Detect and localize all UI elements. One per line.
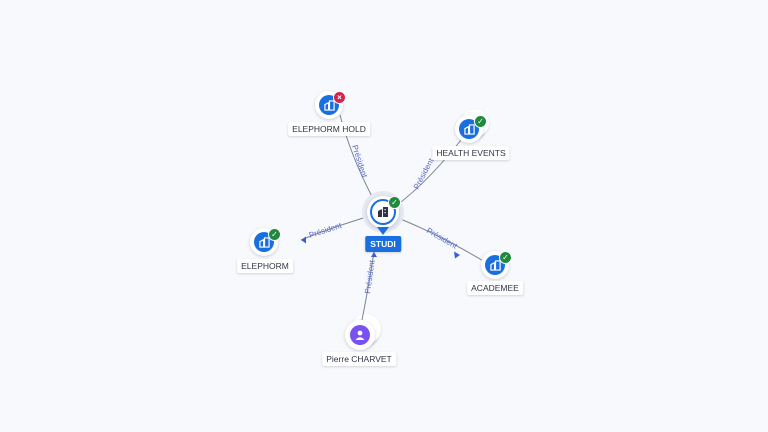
active-check-icon: ✓ (499, 251, 512, 264)
node-label-elephorm-hold: ELEPHORM HOLD (288, 122, 370, 136)
active-check-icon: ✓ (268, 228, 281, 241)
person-icon (350, 325, 370, 345)
active-check-icon: ✓ (474, 115, 487, 128)
inactive-cross-icon: × (333, 91, 346, 104)
node-label-academee: ACADEMEE (467, 281, 523, 295)
edge-pierre-charvet: Président (361, 251, 377, 321)
pin-pointer (377, 227, 389, 235)
node-label-elephorm: ELEPHORM (237, 259, 293, 273)
active-check-icon: ✓ (388, 196, 401, 209)
edge-arrow-elephorm (301, 236, 306, 244)
edge-label-elephorm: Président (308, 221, 344, 240)
edge-label-pierre-charvet: Président (363, 259, 377, 294)
edge-arrow-pierre-charvet (371, 252, 377, 257)
node-label-pierre-charvet: Pierre CHARVET (322, 352, 396, 366)
edge-elephorm: Président (300, 215, 371, 244)
edge-label-elephorm-hold: Président (350, 144, 369, 180)
node-label-studi: STUDI (365, 236, 401, 252)
node-disc (345, 314, 381, 350)
edge-label-academee: Président (425, 226, 459, 251)
edge-arrow-academee (454, 251, 460, 259)
node-label-health-events: HEALTH EVENTS (432, 146, 510, 160)
edge-academee: Président (397, 217, 486, 263)
